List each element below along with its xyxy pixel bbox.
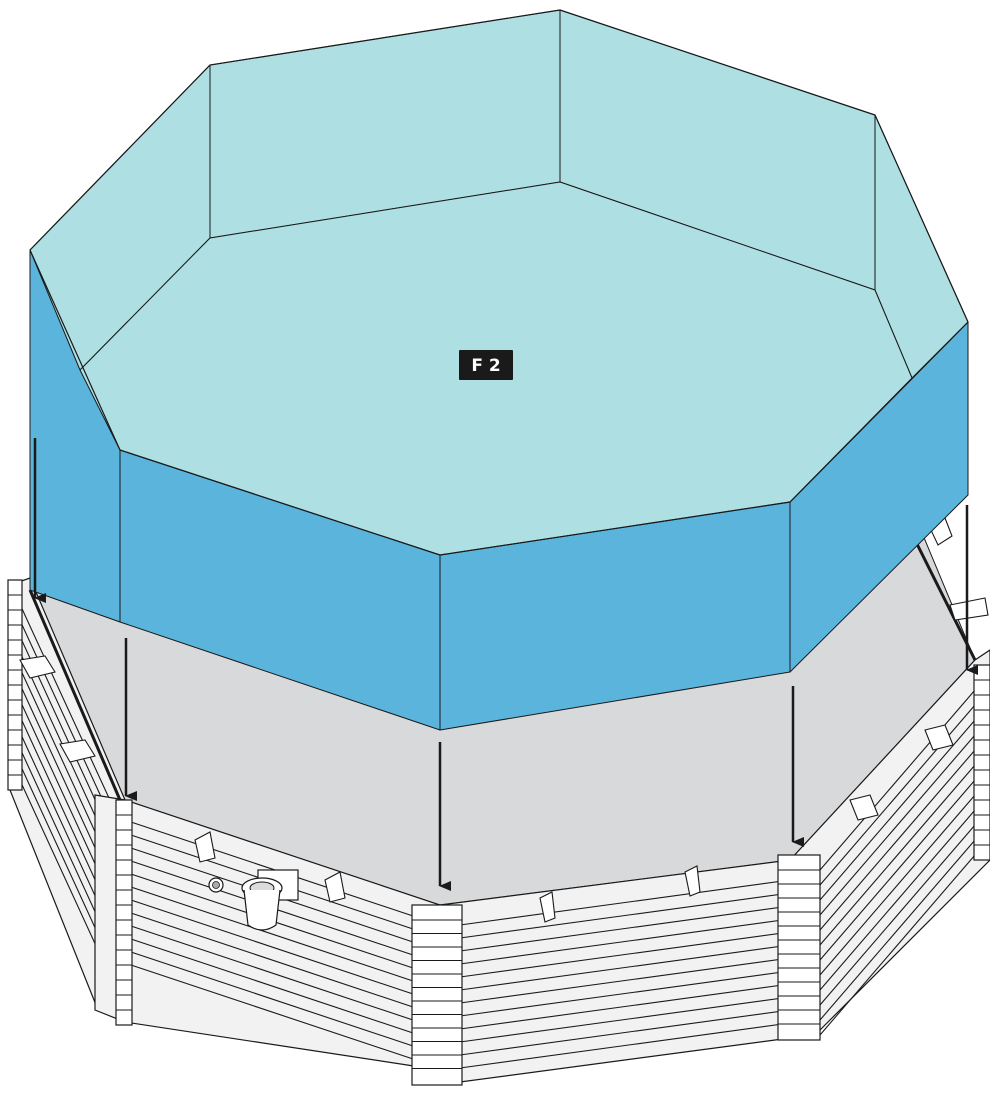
- plank-line: [459, 944, 791, 991]
- plank-line: [459, 918, 791, 965]
- plank-line: [459, 931, 791, 978]
- plank-line: [819, 854, 976, 1036]
- plank-line: [459, 996, 791, 1043]
- plank-line: [819, 689, 976, 871]
- plank-line: [819, 749, 976, 931]
- plank-line: [124, 962, 441, 1069]
- return-nozzle: [208, 877, 224, 893]
- plank-line: [124, 949, 441, 1056]
- plank-line: [459, 957, 791, 1004]
- skimmer: [241, 869, 299, 931]
- corner-post-left: [7, 579, 23, 791]
- plank-line: [459, 1022, 791, 1069]
- plank-line: [459, 879, 791, 926]
- plank-line: [819, 839, 976, 1021]
- plank-line: [124, 910, 441, 1017]
- plank-line: [819, 734, 976, 916]
- plank-line: [124, 871, 441, 978]
- plank-line: [459, 905, 791, 952]
- plank-line: [819, 809, 976, 991]
- plank-line: [819, 794, 976, 976]
- plank-line: [819, 719, 976, 901]
- part-label-text: F 2: [471, 356, 500, 376]
- liner-brackets: [19, 655, 954, 923]
- plank-line: [459, 970, 791, 1017]
- part-label: F 2: [459, 350, 513, 380]
- wall-segment-front-left: [94, 794, 441, 1071]
- plank-line: [459, 892, 791, 939]
- corner-post-right: [973, 664, 990, 861]
- plank-line: [124, 858, 441, 965]
- plank-line: [459, 1009, 791, 1056]
- plank-line: [819, 824, 976, 1006]
- plank-line: [124, 923, 441, 1030]
- plank-line: [124, 884, 441, 991]
- plank-line: [819, 779, 976, 961]
- corner-post-front: [411, 904, 463, 1086]
- plank-line: [17, 599, 121, 823]
- plank-line: [124, 897, 441, 1004]
- wall-segment-front-right: [439, 854, 821, 1083]
- plank-line: [124, 936, 441, 1043]
- plank-line: [819, 764, 976, 946]
- down-arrows: [33, 438, 978, 891]
- corner-post-front-left: [115, 799, 133, 1026]
- plank-line: [459, 983, 791, 1030]
- corner-post-front-right: [777, 854, 821, 1041]
